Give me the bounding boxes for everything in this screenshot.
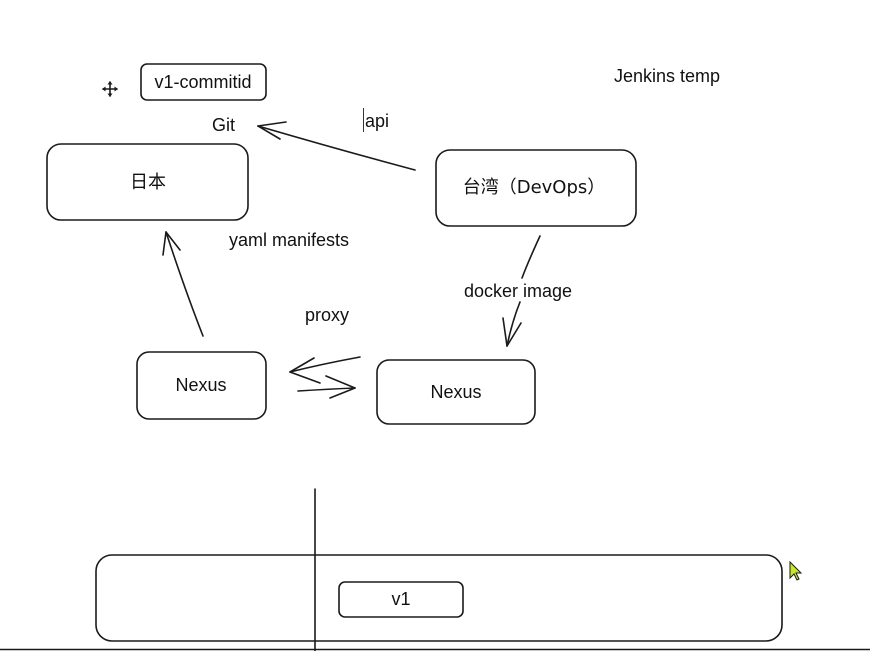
commit-tag-node[interactable]: v1-commitid bbox=[140, 63, 267, 101]
nexus-left-node[interactable]: Nexus bbox=[136, 351, 267, 420]
version-tag-label: v1 bbox=[391, 589, 410, 609]
nexus-right-node[interactable]: Nexus bbox=[376, 359, 536, 425]
version-tag-node[interactable]: v1 bbox=[338, 581, 464, 618]
yaml-manifests-label: yaml manifests bbox=[229, 230, 349, 250]
move-cursor-icon[interactable] bbox=[102, 81, 118, 97]
proxy-label: proxy bbox=[305, 305, 349, 325]
taiwan-devops-node[interactable]: 台湾（DevOps） bbox=[435, 149, 637, 227]
japan-node[interactable]: 日本 bbox=[46, 143, 249, 221]
arrow-taiwan-to-nexus bbox=[502, 235, 541, 347]
mouse-pointer-icon bbox=[789, 560, 803, 581]
nexus-left-label: Nexus bbox=[175, 375, 226, 395]
git-label: Git bbox=[212, 115, 235, 135]
taiwan-devops-label: 台湾（DevOps） bbox=[463, 177, 606, 198]
api-label: api bbox=[365, 111, 389, 131]
docker-image-label: docker image bbox=[464, 281, 572, 301]
japan-label: 日本 bbox=[130, 172, 166, 193]
arrow-nexus-to-japan bbox=[162, 231, 204, 337]
nexus-right-label: Nexus bbox=[430, 382, 481, 402]
arrow-taiwan-to-git bbox=[257, 121, 416, 171]
jenkins-label: Jenkins temp bbox=[614, 66, 720, 86]
commit-tag-label: v1-commitid bbox=[154, 72, 251, 92]
arrow-proxy-pair bbox=[289, 356, 361, 399]
